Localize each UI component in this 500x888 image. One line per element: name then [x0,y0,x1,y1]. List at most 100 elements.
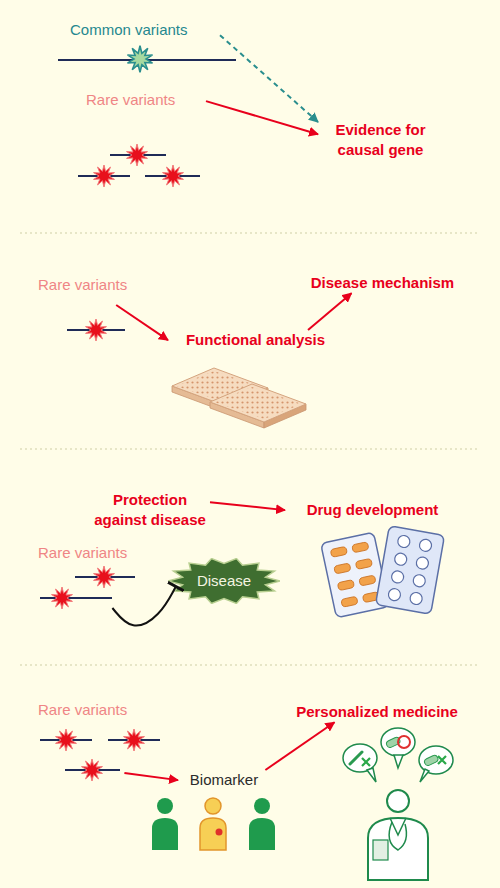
speech-bubble [381,728,415,756]
rare-variant-star [127,144,148,166]
panel-separator [20,232,480,233]
node-label: Rare variants [86,90,206,110]
doctor-coat [368,818,428,880]
connector-arrow [116,305,168,340]
person-body [152,818,178,850]
plate-wells [214,387,302,419]
rare-variant-stars [56,729,145,781]
node-label: Rare variants [38,543,158,563]
node-label: Rare variants [38,275,153,295]
node-label: Common variants [70,20,220,40]
text-node: Disease mechanism [305,273,460,293]
node-label: Functional analysis [168,330,343,350]
node-label: Protection against disease [90,490,210,531]
capsule [359,575,376,586]
node-label: Biomarker [178,770,270,790]
panel-separator [20,664,480,665]
connector-arrow [308,293,352,330]
rare-variant-star [56,729,77,751]
text-node: Rare variants [38,543,158,608]
tablet [397,535,411,549]
tablet [391,570,405,584]
text-node: Protection against disease [90,490,210,531]
rare-variant-star [86,319,107,341]
node-label: Drug development [285,500,460,520]
tablet [388,588,402,602]
person-body [200,818,226,850]
dna-strands [58,60,236,176]
capsule [352,542,369,553]
connectors [112,35,351,780]
rare-variant-star [52,587,73,609]
tablet [412,574,426,588]
connector-arrow [124,773,178,780]
text-node: Drug development [285,500,460,520]
dna-strands [40,740,160,770]
rare-variant-stars [52,566,115,609]
capsule [341,596,358,607]
connector-arrow [220,35,318,122]
text-node: Rare variants [86,90,206,110]
assay-plates [172,368,306,428]
biomarker-dot [216,829,223,836]
burst-node: Disease [168,558,280,604]
capsule [355,558,372,569]
tablets [388,535,433,606]
person-body [249,818,275,850]
text-node: Biomarker [178,770,270,790]
cross-icon [362,758,370,766]
tablet [415,556,429,570]
connector-arrow [206,101,318,134]
connector-arrow [210,502,285,510]
text-node: Common variants [70,20,220,40]
capsules [330,542,379,608]
bubble-tail [367,768,376,782]
panel-separators [20,233,480,665]
rare-variant-star [82,759,103,781]
doctor-collar [390,818,406,835]
connector-arrow [265,722,334,770]
text-node: Functional analysis [168,330,343,350]
syringe-icon [350,752,362,764]
node-label: Disease mechanism [305,273,460,293]
panel-separator [20,448,480,449]
node-label: Evidence for causal gene [318,120,443,161]
rare-variant-star [124,729,145,751]
plate-top [210,384,306,422]
circle-icon [398,736,410,748]
pill-icon [423,754,439,766]
dna-strand [40,597,112,599]
node-label: Personalized medicine [292,702,462,722]
common-variant-star [127,46,152,72]
patients [152,798,275,850]
connector-arrow [112,587,175,626]
burst-shape [168,559,280,604]
text-node: Evidence for causal gene [318,120,443,161]
text-node: Rare variants [38,275,153,305]
node-label: Disease [197,571,251,591]
tablet [419,538,433,552]
rare-variant-stars [94,144,184,187]
cross-icon [438,756,446,764]
clipboard [373,840,388,860]
stethoscope [389,822,406,850]
speech-bubbles [343,728,453,782]
tablet [394,552,408,566]
doctor [343,728,453,880]
capsule [334,563,351,574]
blister-pack [375,526,444,615]
capsule [337,580,354,591]
blister-card [375,526,444,615]
person-head [157,798,173,814]
rare-variant-star [163,165,184,187]
rare-variant-star [94,165,115,187]
bubble-tail [420,769,429,782]
text-node: Rare variants [38,700,158,773]
text-node: Personalized medicine [292,702,462,722]
capsule [330,546,347,557]
bubble-tail [394,755,403,768]
tablet [409,592,423,606]
person-head [205,798,221,814]
